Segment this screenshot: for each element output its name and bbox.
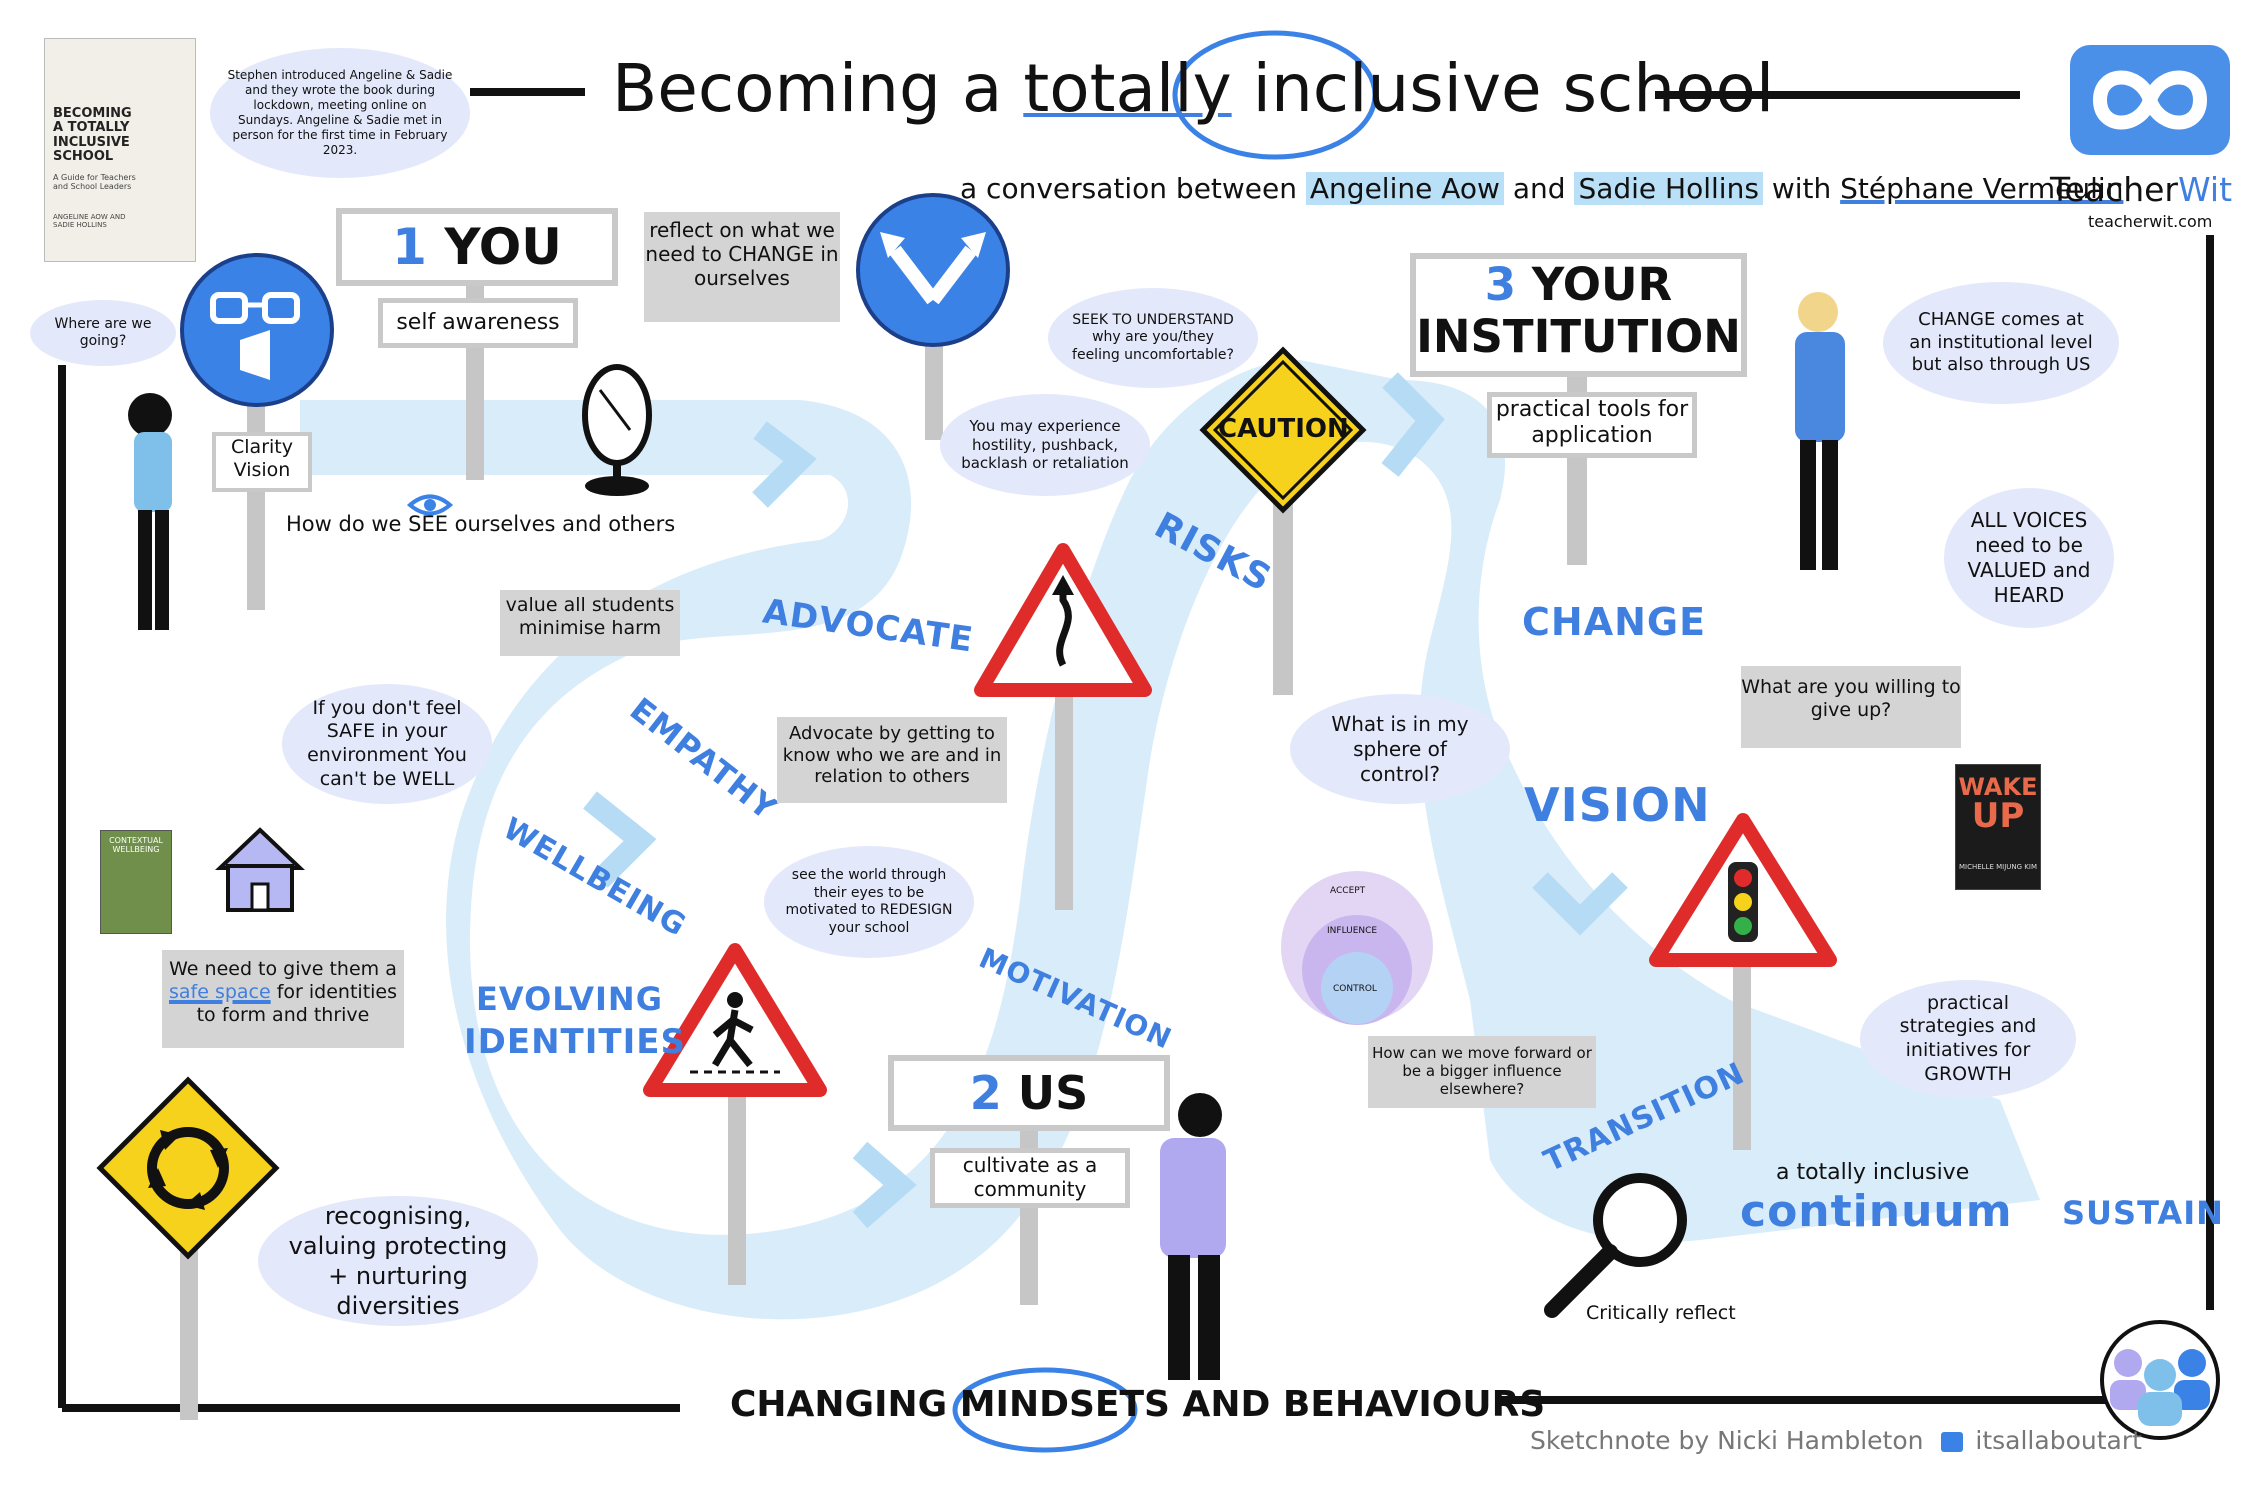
post-roundabout (180, 1230, 198, 1420)
section1-sublabel: self awareness (378, 298, 578, 348)
house-icon (214, 827, 306, 912)
road-word-evolving: EVOLVING (476, 980, 663, 1018)
section3-sublabel: practical tools for application (1487, 392, 1697, 458)
book-subtitle: A Guide for Teachers and School Leaders (53, 173, 136, 191)
man-thinking-figure-icon (1795, 292, 1845, 570)
post-bend (1055, 685, 1073, 910)
continuum-prefix: a totally inclusive (1776, 1160, 1970, 1185)
sphere-bubble: What is in my sphere of control? (1290, 694, 1510, 804)
section2-sublabel: cultivate as a community (930, 1148, 1130, 1208)
road-word-vision: VISION (1524, 778, 1711, 832)
title-loop (1172, 30, 1378, 160)
circle-control-label: CONTROL (1333, 984, 1377, 994)
crossing-sign-icon (643, 943, 827, 1097)
value-students-note: value all students minimise harm (500, 590, 680, 656)
wake-up-book: WAKE UP MICHELLE MIJUNG KIM (1955, 764, 2041, 890)
circles-of-control-icon (1281, 871, 1433, 1025)
team-logo-icon (2100, 1320, 2220, 1440)
book-authors: ANGELINE AOW AND SADIE HOLLINS (53, 213, 126, 229)
glasses-sign-icon (180, 253, 334, 407)
advocate-note: Advocate by getting to know who we are a… (777, 717, 1007, 803)
eye-icon (406, 494, 454, 516)
road-chevron-3 (1381, 372, 1445, 477)
magnifier-icon (1544, 1173, 1687, 1318)
woman-figure-icon (128, 393, 172, 630)
road-chevron-1 (752, 421, 817, 508)
book-title: BECOMING A TOTALLY INCLUSIVE SCHOOL (53, 106, 132, 164)
subtitle: a conversation between Angeline Aow and … (960, 172, 2124, 205)
book-cover: BECOMING A TOTALLY INCLUSIVE SCHOOL A Gu… (44, 38, 196, 262)
road-chevron-2 (583, 791, 657, 888)
post-clarity (247, 395, 265, 610)
road-word-sustain: SUSTAIN (2062, 1194, 2224, 1232)
man-scratching-head-figure-icon (1160, 1093, 1226, 1380)
intro-bubble: Stephen introduced Angeline & Sadie and … (210, 48, 470, 178)
circle-accept-label: ACCEPT (1330, 886, 1366, 896)
critically-caption: Critically reflect (1586, 1302, 1736, 1324)
clarity-sign: Clarity Vision (212, 432, 312, 492)
section2-sign: 2 US (888, 1055, 1170, 1131)
road-chevron-4 (1532, 872, 1628, 936)
post-caution (1273, 460, 1293, 695)
see-world-bubble: see the world through their eyes to be m… (764, 846, 974, 958)
practical-bubble: practical strategies and initiatives for… (1860, 980, 2076, 1098)
road-word-identities: IDENTITIES (464, 1022, 686, 1062)
road-chevron-5 (852, 1141, 917, 1229)
circle-influence-label: INFLUENCE (1327, 926, 1378, 936)
mindsets-loop (952, 1367, 1138, 1453)
recognising-bubble: recognising, valuing protecting + nurtur… (258, 1196, 538, 1326)
contextual-wellbeing-book: CONTEXTUAL WELLBEING (100, 830, 172, 934)
caution-label: CAUTION (1218, 414, 1349, 444)
safe-space-note: We need to give them a safe space for id… (162, 950, 404, 1048)
roundabout-sign-icon (96, 1076, 280, 1260)
road-word-change: CHANGE (1522, 600, 1707, 644)
diverge-sign-icon (856, 193, 1010, 347)
post-divert (925, 320, 943, 440)
seek-bubble: SEEK TO UNDERSTAND why are you/they feel… (1048, 288, 1258, 388)
teacherwit-logo-icon (2070, 45, 2230, 155)
teacherwit-brand: TeacherWit (2050, 170, 2233, 209)
change-inst-bubble: CHANGE comes at an institutional level b… (1883, 282, 2119, 404)
bend-sign-icon (974, 543, 1152, 697)
section1-sign: 1 YOU (336, 208, 618, 286)
where-bubble: Where are we going? (30, 300, 176, 366)
section3-sign: 3 YOUR INSTITUTION (1410, 253, 1747, 377)
see-caption: How do we SEE ourselves and others (286, 512, 676, 536)
road-word-continuum: continuum (1740, 1186, 2013, 1237)
reflect-note: reflect on what we need to CHANGE in our… (644, 212, 840, 322)
post-lights (1733, 950, 1751, 1150)
footer-credit: Sketchnote by Nicki Hambleton itsallabou… (1530, 1426, 2142, 1455)
mirror-icon (582, 364, 652, 496)
willing-note: What are you willing to give up? (1741, 666, 1961, 748)
footer-headline: CHANGING MINDSETS AND BEHAVIOURS (730, 1384, 1546, 1425)
twitter-icon (1941, 1432, 1964, 1452)
move-forward-note: How can we move forward or be a bigger i… (1368, 1036, 1596, 1108)
post-crossing (728, 1070, 746, 1285)
winding-road (300, 360, 2040, 1320)
safe-bubble: If you don't feel SAFE in your environme… (282, 684, 492, 804)
caution-sign-icon (1199, 346, 1367, 514)
hostility-bubble: You may experience hostility, pushback, … (940, 394, 1150, 496)
page-title: Becoming a totally inclusive school (612, 50, 1775, 127)
traffic-light-sign-icon (1649, 813, 1837, 967)
teacherwit-url: teacherwit.com (2088, 212, 2213, 231)
all-voices-bubble: ALL VOICES need to be VALUED and HEARD (1944, 488, 2114, 628)
